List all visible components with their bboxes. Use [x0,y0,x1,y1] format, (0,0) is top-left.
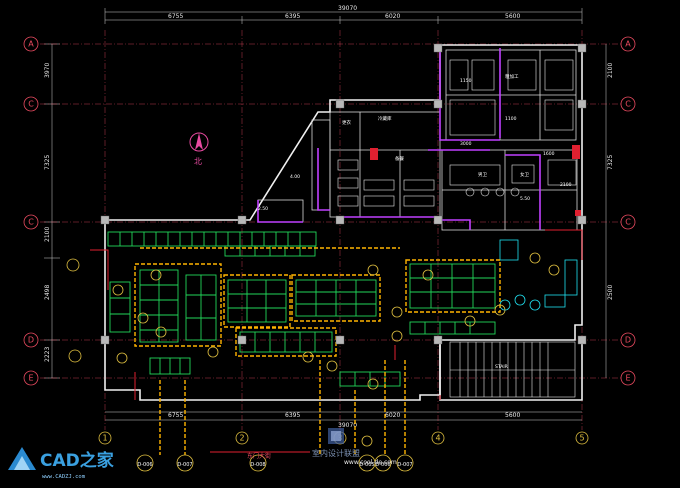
kitchen-walls [257,49,578,231]
east-gate-caption: 东门大街 [247,452,271,460]
red-edges [90,229,583,453]
col-axis-4: 4 [435,434,440,443]
room-label-7: 1150 [460,78,472,84]
dining-furniture [107,231,496,387]
col-axis-5: 5 [579,434,584,443]
dim-right-1: 2100 [607,63,614,78]
section-label-4: D-005 [359,462,374,468]
dim-right-3: 2500 [607,285,614,300]
outer-walls [104,44,583,401]
section-label-1: D-006 [137,462,152,468]
row-axis-left-e: E [28,374,33,383]
red-accents [370,145,581,216]
cyan-furniture [499,239,578,311]
section-markers [136,454,414,472]
dim-top-3: 6020 [385,13,400,20]
row-axis-right-c1: C [625,100,631,109]
structural-columns [100,43,587,345]
brand-watermark: CAD之家 [40,450,114,471]
row-axis-right-c2: C [625,218,631,227]
section-label-5: D-006 [375,462,390,468]
row-axis-bubbles-right [620,36,636,386]
center-watermark-logo-icon [328,428,344,444]
room-label-10: 2100 [560,182,572,188]
dim-right-2: 7325 [607,155,614,170]
col-axis-1: 1 [102,434,107,443]
dim-bottom-4: 5600 [505,412,520,419]
dim-bottom-2: 6395 [285,412,300,419]
row-axis-left-c2: C [28,218,34,227]
col-axis-2: 2 [239,434,244,443]
dim-bottom-total: 39070 [338,422,357,429]
row-axis-right-e: E [625,374,630,383]
stair-label: STAIR [495,364,508,370]
room-label-1: 更衣 [342,119,351,126]
center-watermark-text: 室内设计联盟 [312,448,360,458]
purple-partitions [257,48,541,230]
row-axis-left-c1: C [28,100,34,109]
cadzj-logo-icon [8,447,36,470]
room-label-12: 4.00 [290,174,300,180]
room-label-3: 粗加工 [505,73,519,80]
dim-left-4: 2498 [44,285,51,300]
room-label-13: 5.50 [520,196,530,202]
dim-top-total: 39070 [338,5,357,12]
room-label-5: 男卫 [478,172,487,178]
room-label-11: 1600 [543,151,555,157]
dim-left-5: 2223 [44,347,51,362]
center-watermark-url: www.cool-de.com [344,459,397,466]
north-label: 北 [194,157,202,166]
dim-top-4: 5600 [505,13,520,20]
room-label-4: 备餐 [395,155,404,162]
room-label-2: 冷藏库 [378,115,392,122]
row-axis-left-d: D [28,336,34,345]
row-axis-bubbles-left [23,36,39,386]
brand-watermark-url: www.CADZJ.com [42,474,86,480]
room-label-14: 2.50 [258,206,268,212]
dim-top-1: 6755 [168,13,183,20]
row-axis-right-a: A [625,40,631,49]
index-markers [66,252,560,447]
room-label-9: 3000 [460,141,472,147]
room-label-8: 1100 [505,116,517,122]
dim-left-1: 3970 [44,63,51,78]
dim-top-2: 6395 [285,13,300,20]
dim-bottom-3: 6020 [385,412,400,419]
room-label-6: 女卫 [520,171,529,178]
dimension-frame [44,8,607,421]
dim-left-2: 7325 [44,155,51,170]
north-arrow-icon [189,132,209,152]
stair [449,341,576,398]
dim-left-3: 2100 [44,227,51,242]
dashed-zones [134,247,501,455]
kitchen-equipment [337,59,577,207]
section-label-3: D-008 [250,462,265,468]
dim-bottom-1: 6755 [168,412,183,419]
row-axis-left-a: A [28,40,34,49]
row-axis-right-d: D [625,336,631,345]
section-label-6: D-007 [397,462,412,468]
section-label-2: D-007 [177,462,192,468]
